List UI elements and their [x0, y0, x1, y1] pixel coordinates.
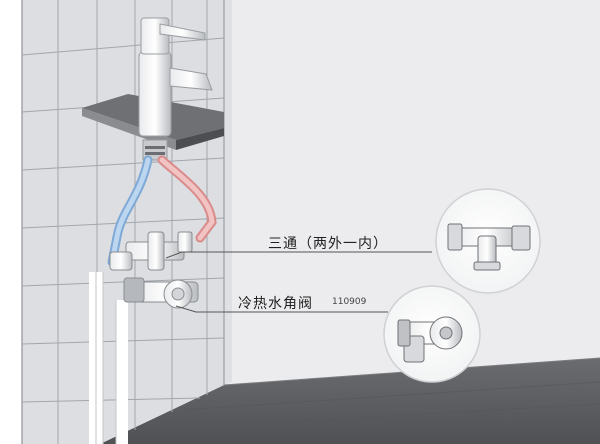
hot-water-hose: [157, 155, 217, 243]
cold-water-hose: [107, 155, 153, 267]
angle-valve-code: 110909: [332, 297, 367, 307]
angle-valve-icon: [397, 316, 463, 363]
tee-detail-circle: [435, 188, 541, 294]
angle-valve-icon: [123, 277, 199, 309]
supply-pipe: [89, 272, 128, 444]
tee-fitting-icon: [109, 231, 193, 271]
callout-lines: [165, 251, 432, 313]
tee-fitting-icon: [447, 223, 531, 271]
faucet-icon: [138, 17, 213, 161]
angle-valve-label: 冷热水角阀: [238, 296, 313, 312]
tiled-wall: [0, 0, 225, 444]
angle-valve-detail-circle: [383, 285, 481, 383]
tee-label: 三通（两外一内）: [268, 236, 388, 252]
